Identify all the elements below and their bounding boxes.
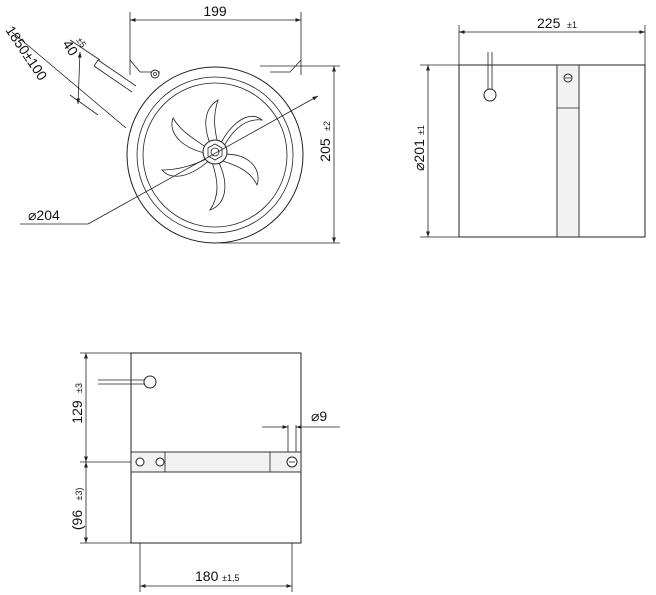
top-width-label: 180 xyxy=(195,568,219,584)
side-diameter-label: ⌀201 xyxy=(411,139,427,171)
cable-offset-label: 40 xyxy=(60,37,82,59)
screw-icon xyxy=(563,73,573,83)
upper-label: 129 xyxy=(69,400,85,424)
top-body xyxy=(130,352,302,544)
front-diameter-label: ⌀204 xyxy=(28,207,60,223)
side-view: 225 ±1 ⌀201 ±1 xyxy=(411,15,646,238)
upper-tol: ±3 xyxy=(74,383,84,393)
side-length-tol: ±1 xyxy=(567,20,577,30)
side-diameter-tol: ±1 xyxy=(416,125,426,135)
fan-impeller-icon xyxy=(161,99,264,211)
front-width-label: 199 xyxy=(203,3,227,19)
side-clamp-band xyxy=(556,64,580,238)
hex-nut-icon xyxy=(202,139,228,165)
lower-tol: ±3) xyxy=(74,488,84,501)
cable-gland-icon xyxy=(150,69,160,79)
top-cable xyxy=(98,375,157,389)
side-cable xyxy=(483,52,497,102)
lower-label: (96 xyxy=(69,510,85,530)
hole-label: ⌀9 xyxy=(311,408,327,424)
front-height-tol: ±2 xyxy=(322,121,332,131)
housing-inner-circle xyxy=(136,76,294,234)
front-height-label: 205 xyxy=(317,138,333,162)
front-view: 199 40 ±5 xyxy=(3,3,340,244)
side-length-label: 225 xyxy=(537,15,561,31)
cable-offset-tol: ±5 xyxy=(74,36,88,50)
top-view: 129 ±3 (96 ±3) ⌀9 180 ±1,5 xyxy=(69,352,340,592)
top-width-tol: ±1,5 xyxy=(222,573,239,583)
cable-length-label: 1850±100 xyxy=(3,23,51,84)
